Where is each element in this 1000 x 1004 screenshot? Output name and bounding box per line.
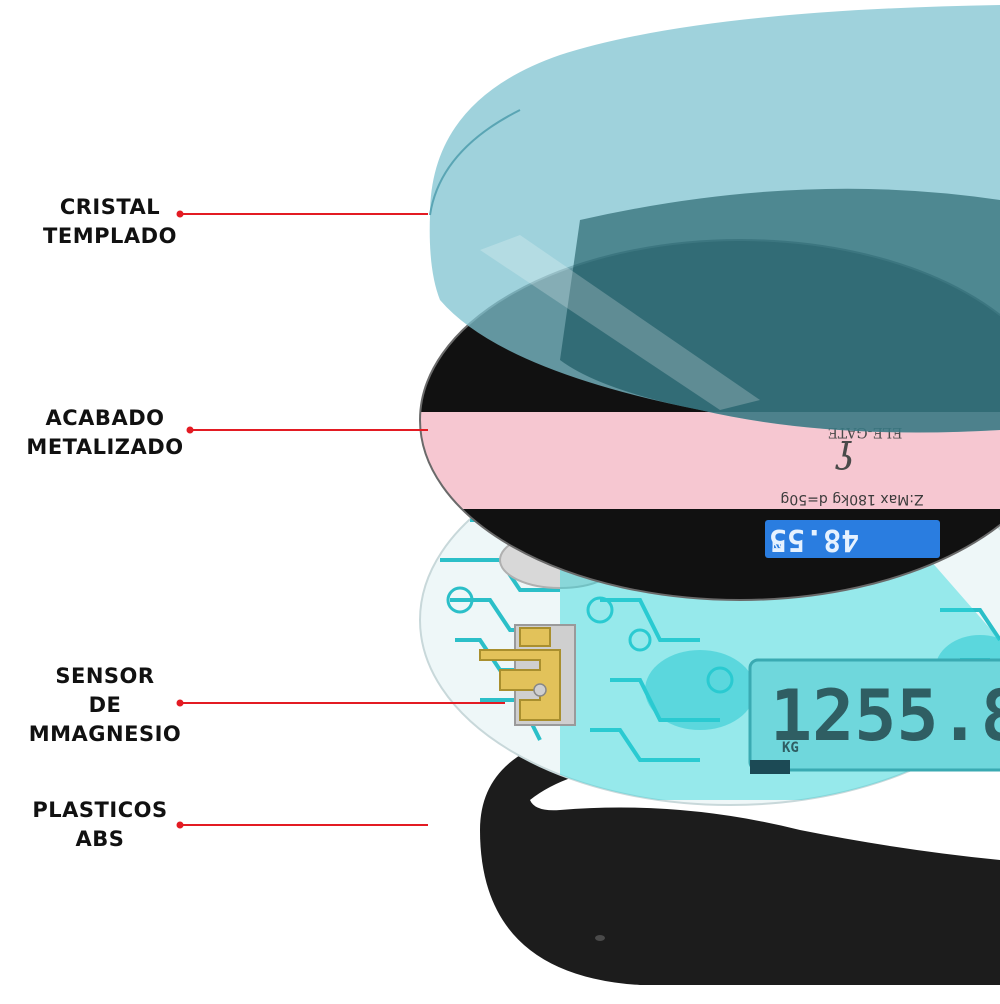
magnesium-sensor: [479, 624, 576, 726]
leader-line-sensor: [176, 699, 505, 707]
label-line: CRISTAL: [59, 195, 161, 219]
label-sensor-de-mmagnesio: SENSOR DE MMAGNESIO: [10, 662, 200, 749]
leader-line-plasticos: [176, 821, 428, 829]
large-lcd-panel: [748, 658, 1000, 772]
leader-line-acabado: [186, 426, 428, 434]
label-line: MMAGNESIO: [28, 722, 182, 746]
tempered-glass-layer: [429, 5, 1000, 433]
leader-lines: [176, 210, 505, 829]
label-line: ABS: [75, 827, 125, 851]
lcd-connector: [750, 760, 790, 774]
label-line: TEMPLADO: [43, 224, 177, 248]
label-line: DE: [88, 693, 122, 717]
large-lcd-unit: KG: [782, 740, 799, 756]
brand-logo-icon: ʖ: [835, 435, 855, 479]
leader-line-cristal: [176, 210, 428, 218]
label-line: METALIZADO: [26, 435, 184, 459]
label-cristal-templado: CRISTAL TEMPLADO: [20, 193, 200, 251]
small-lcd-panel: [765, 520, 940, 558]
small-lcd-reading: 48.55: [769, 522, 859, 557]
label-line: PLASTICOS: [32, 798, 168, 822]
label-line: SENSOR: [55, 664, 155, 688]
label-acabado-metalizado: ACABADO METALIZADO: [10, 404, 200, 462]
base-port-icon: [595, 935, 605, 941]
label-plasticos-abs: PLASTICOS ABS: [10, 796, 190, 854]
small-lcd-unit: KG: [772, 540, 784, 551]
large-lcd-reading: 1255.8: [770, 675, 1000, 757]
label-line: ACABADO: [45, 406, 165, 430]
spec-text: Z:Max 180kg d=50g: [780, 491, 923, 507]
